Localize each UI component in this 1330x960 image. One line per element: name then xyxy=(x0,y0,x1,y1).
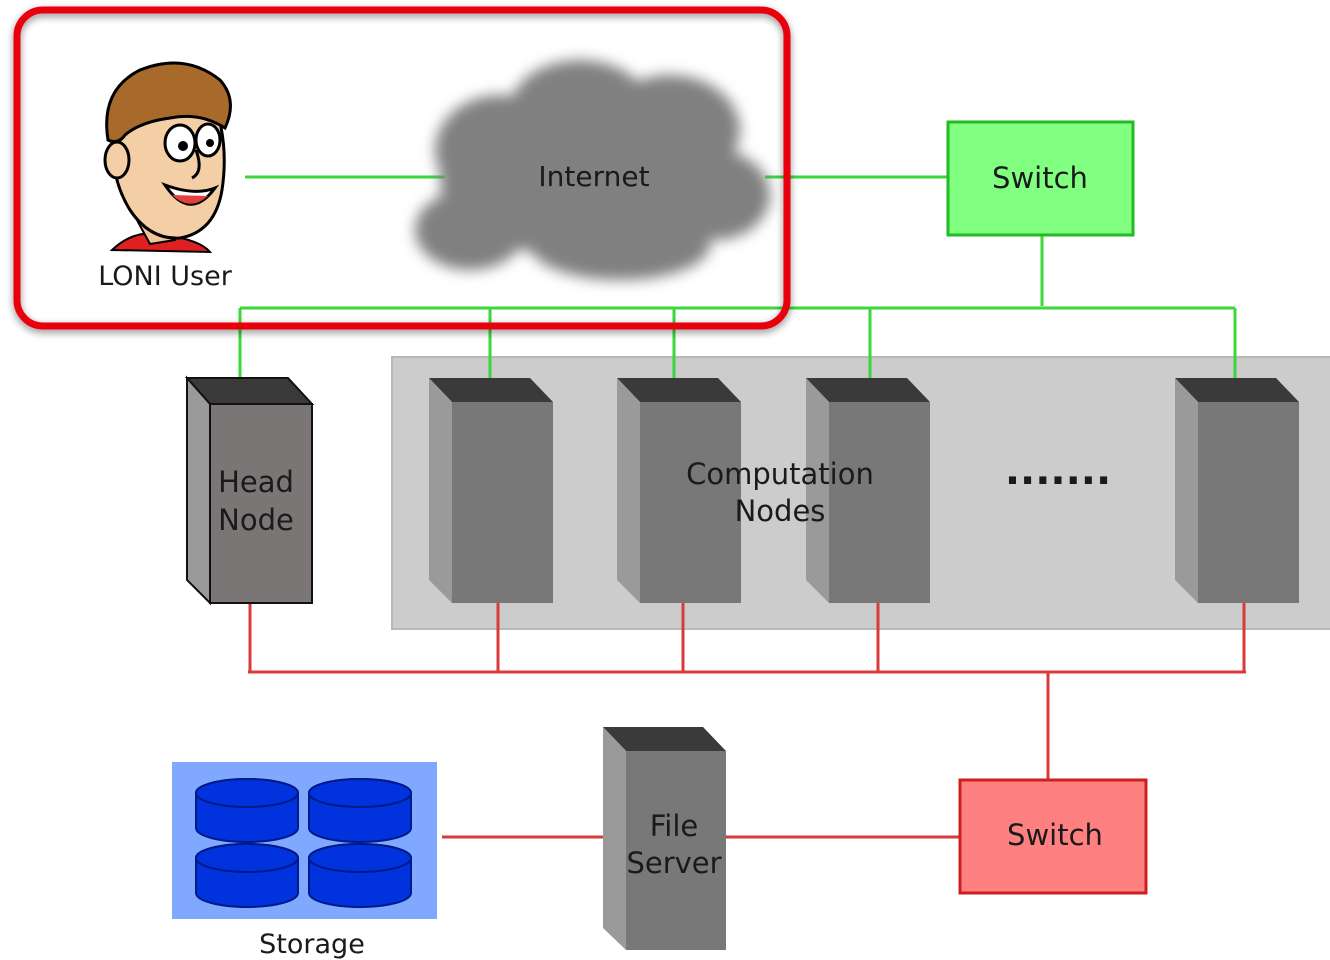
file-server-label-line2: Server xyxy=(626,846,721,880)
switch-top-label: Switch xyxy=(992,161,1088,195)
compute-node-4-icon xyxy=(1175,378,1299,603)
head-node-label-line1: Head xyxy=(218,465,294,499)
compute-node-3-icon xyxy=(806,378,930,603)
switch-bottom xyxy=(958,778,1148,895)
green-network-links xyxy=(238,175,1237,380)
highlight-box xyxy=(13,6,791,330)
head-node-server-icon xyxy=(184,375,315,606)
computation-nodes-label-line1: Computation xyxy=(686,457,874,491)
file-server-icon xyxy=(603,727,726,950)
storage-disk-array-icon xyxy=(172,762,437,919)
internet-cloud-icon xyxy=(415,60,770,280)
storage-label: Storage xyxy=(259,929,365,960)
more-nodes-ellipsis: ....... xyxy=(1005,448,1111,494)
switch-bottom-label: Switch xyxy=(1007,818,1103,852)
head-node-label-line2: Node xyxy=(218,503,294,537)
internet-label: Internet xyxy=(538,160,649,193)
switch-top xyxy=(946,120,1135,237)
file-server-label-line1: File xyxy=(650,809,699,843)
loni-user-icon xyxy=(103,61,232,254)
compute-node-2-icon xyxy=(617,378,741,603)
computation-nodes-label-line2: Nodes xyxy=(735,494,826,528)
compute-node-1-icon xyxy=(429,378,553,603)
red-network-links xyxy=(248,603,1246,839)
loni-user-label: LONI User xyxy=(98,261,233,292)
